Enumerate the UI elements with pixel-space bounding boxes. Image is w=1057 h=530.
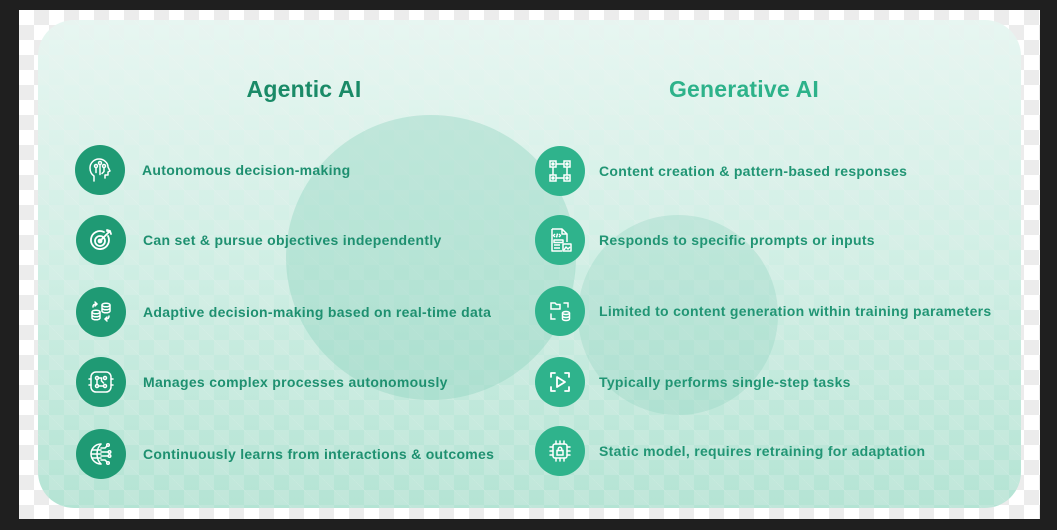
decorative-circle-right xyxy=(578,215,778,415)
generative-item-1: Content creation & pattern-based respons… xyxy=(535,145,907,197)
brain-circuit-head-icon xyxy=(75,145,125,195)
play-frame-icon xyxy=(535,357,585,407)
generative-item-3: Limited to content generation within tra… xyxy=(535,285,992,337)
database-sync-icon xyxy=(76,287,126,337)
agentic-item-label: Adaptive decision-making based on real-t… xyxy=(143,304,492,320)
target-arrow-icon xyxy=(76,215,126,265)
transparent-canvas: Agentic AI Generative AI Autonomous deci… xyxy=(19,10,1040,519)
globe-network-icon xyxy=(76,429,126,479)
generative-item-2: Responds to specific prompts or inputs xyxy=(535,214,875,266)
generative-item-label: Static model, requires retraining for ad… xyxy=(599,443,926,459)
agentic-ai-title: Agentic AI xyxy=(246,76,362,102)
agentic-item-1: Autonomous decision-making xyxy=(75,144,350,196)
generative-item-label: Typically performs single-step tasks xyxy=(599,374,851,390)
code-document-image-icon xyxy=(535,215,585,265)
circuit-board-icon xyxy=(76,357,126,407)
agentic-item-2: Can set & pursue objectives independentl… xyxy=(76,214,442,266)
agentic-item-5: Continuously learns from interactions & … xyxy=(76,428,494,480)
generative-item-label: Content creation & pattern-based respons… xyxy=(599,163,908,179)
folder-database-icon xyxy=(535,286,585,336)
generative-item-label: Responds to specific prompts or inputs xyxy=(599,232,875,248)
comparison-card: Agentic AI Generative AI Autonomous deci… xyxy=(38,20,1021,508)
node-square-icon xyxy=(535,146,585,196)
agentic-item-3: Adaptive decision-making based on real-t… xyxy=(76,286,491,338)
generative-item-label: Limited to content generation within tra… xyxy=(599,303,992,319)
agentic-item-label: Can set & pursue objectives independentl… xyxy=(143,232,442,248)
agentic-item-label: Manages complex processes autonomously xyxy=(143,374,448,390)
generative-ai-title: Generative AI xyxy=(668,76,820,102)
agentic-item-label: Continuously learns from interactions & … xyxy=(143,446,495,462)
decorative-circle-left xyxy=(286,115,576,400)
agentic-item-label: Autonomous decision-making xyxy=(142,162,351,178)
chip-lock-icon xyxy=(535,426,585,476)
agentic-item-4: Manages complex processes autonomously xyxy=(76,356,448,408)
generative-item-5: Static model, requires retraining for ad… xyxy=(535,425,925,477)
generative-item-4: Typically performs single-step tasks xyxy=(535,356,851,408)
